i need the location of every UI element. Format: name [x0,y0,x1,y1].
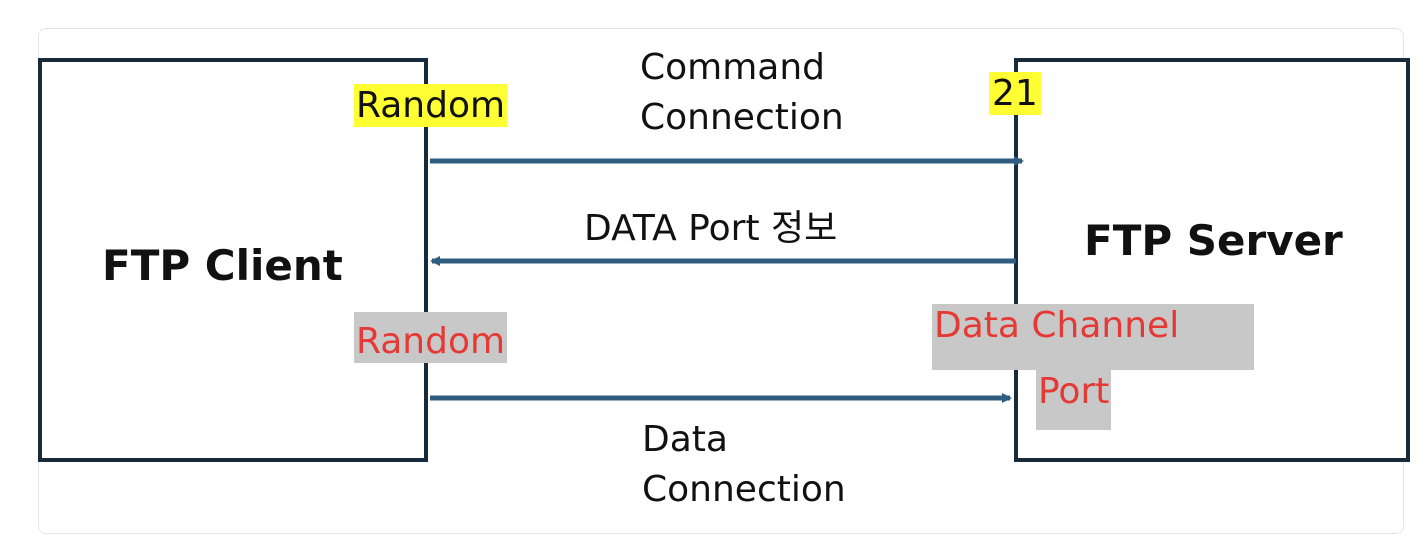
server-command-port-label: 21 [989,72,1041,116]
command-connection-label: Command Connection [640,43,844,143]
command-connection-line1: Command [640,47,826,88]
ftp-server-title: FTP Server [1084,216,1343,265]
data-port-info-label: DATA Port 정보 [584,208,838,249]
server-data-port-label-line1: Data Channel [932,304,1254,370]
command-connection-line2: Connection [640,97,844,138]
server-data-port-label-line2: Port [1036,370,1112,430]
data-connection-label: Data Connection [642,415,846,515]
ftp-client-title: FTP Client [102,241,343,290]
data-connection-line1: Data [642,419,728,460]
client-command-port-label: Random [354,84,508,128]
client-data-port-label: Random [354,312,508,364]
data-connection-line2: Connection [642,469,846,510]
